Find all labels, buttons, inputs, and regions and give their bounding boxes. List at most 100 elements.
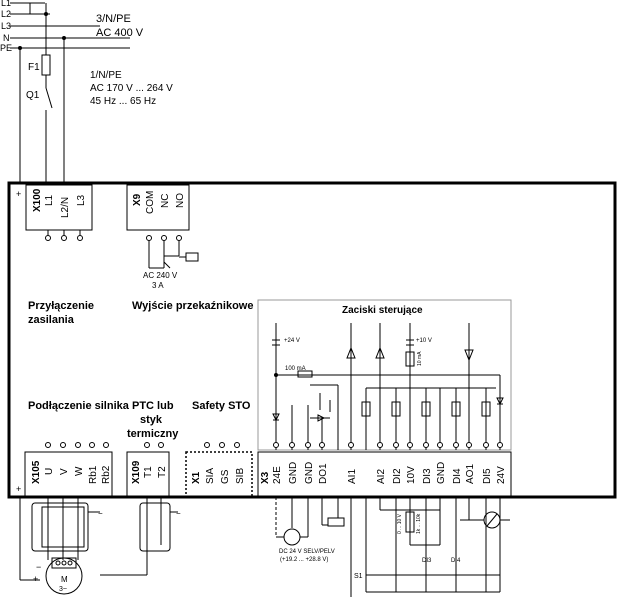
switch-label: Q1 — [26, 90, 40, 101]
x3-terminal-10 — [453, 442, 459, 448]
x3-block: X3 — [257, 451, 512, 498]
x100-title: X100 — [32, 188, 43, 212]
x105-pin-v: V — [59, 468, 70, 475]
ptc-section-title: PTC lub styk termiczny — [127, 400, 179, 440]
motor-minus: − — [36, 562, 41, 572]
switch-di3: DI3 — [422, 558, 432, 564]
switch-s1: S1 — [354, 573, 363, 580]
supply-lines — [10, 2, 130, 49]
x105-pin-rb1: Rb1 — [88, 465, 99, 484]
internal-24v: +24 V — [284, 338, 300, 344]
x100-block: X100 L1 L2/N L3 — [25, 184, 93, 241]
x1-block: X1 SIA GS SIB — [185, 442, 253, 498]
x3-terminal-11 — [466, 442, 472, 448]
motor-shield-mark: − — [98, 509, 103, 518]
x3-pin-label-13: 24V — [496, 466, 507, 484]
x3-terminal-1 — [289, 442, 295, 448]
x3-terminal-5 — [377, 442, 383, 448]
fuse-label: F1 — [28, 62, 40, 73]
x100-pin-l3: L3 — [76, 194, 87, 206]
x3-terminal-3 — [319, 442, 325, 448]
x100-pin-l1: L1 — [44, 194, 55, 206]
x3-pin-label-3: DO1 — [318, 463, 329, 484]
x3-pin-label-10: DI4 — [452, 468, 463, 484]
x3-pin-label-11: AO1 — [465, 464, 476, 484]
x3-pin-label-8: DI3 — [422, 468, 433, 484]
x9-pin-nc: NC — [160, 194, 171, 208]
x1-pin-gs: GS — [220, 469, 231, 484]
motor-plus: + — [33, 574, 38, 584]
x1-title: X1 — [191, 471, 202, 484]
single-phase-label: 1/N/PE — [90, 70, 122, 81]
x105-pin-rb2: Rb2 — [101, 465, 112, 484]
sto-section-title: Safety STO — [192, 400, 251, 412]
fuse-f1 — [41, 54, 51, 76]
x9-title: X9 — [132, 193, 143, 206]
x3-pin-label-4: AI1 — [347, 469, 358, 484]
line-label-l3: L3 — [1, 21, 11, 31]
switch-di4: DI4 — [451, 558, 461, 564]
relay-section-title: Wyjście przekaźnikowe — [132, 300, 253, 312]
line-label-l2: L2 — [1, 9, 11, 19]
motor-label: M — [61, 575, 68, 584]
x105-title: X105 — [31, 460, 42, 484]
x3-terminal-7 — [407, 442, 413, 448]
internal-10v: +10 V — [416, 338, 432, 344]
motor-section-title: Podłączenie silnika — [28, 400, 130, 412]
x3-pin-label-9: GND — [436, 462, 447, 484]
x3-pin-label-0: 24E — [272, 466, 283, 484]
motor-symbol — [45, 557, 83, 595]
power-section-title: Przyłączenie zasilania — [28, 300, 97, 326]
internal-100ma: 100 mA — [285, 366, 306, 372]
pot-resistance: 1k ... 10k — [416, 513, 422, 534]
x3-terminal-4 — [348, 442, 354, 448]
feed-wires — [18, 3, 66, 183]
internal-10ma: 10 mA — [417, 351, 423, 366]
x3-terminal-12 — [483, 442, 489, 448]
three-phase-voltage: AC 400 V — [96, 27, 144, 39]
x1-pin-sia: SIA — [205, 468, 216, 484]
x3-pin-label-2: GND — [304, 462, 315, 484]
x3-pin-label-5: AI2 — [376, 469, 387, 484]
control-internal-circuit — [272, 323, 504, 450]
x3-terminal-9 — [437, 442, 443, 448]
x100-pin-l2n: L2/N — [60, 197, 71, 218]
x109-block: X109 T1 T2 — [126, 442, 170, 498]
single-phase-freq: 45 Hz ... 65 Hz — [90, 96, 156, 107]
line-label-l1: L1 — [1, 0, 11, 8]
x3-terminal-13 — [497, 442, 503, 448]
relay-current: 3 A — [152, 281, 164, 290]
line-label-n: N — [3, 33, 10, 43]
x3-terminal-2 — [305, 442, 311, 448]
x3-terminal-0 — [273, 442, 279, 448]
x3-title: X3 — [260, 471, 271, 484]
x9-pin-com: COM — [145, 191, 156, 214]
pot-voltage: 0 ... 10 V — [397, 513, 403, 534]
x9-block: X9 COM NC NO — [126, 184, 199, 269]
x1-pin-sib: SIB — [235, 468, 246, 484]
relay-voltage: AC 240 V — [143, 271, 178, 280]
x109-pin-t1: T1 — [143, 466, 154, 478]
x105-block: X105 U V W Rb1 Rb2 — [24, 442, 113, 498]
x9-pin-no: NO — [175, 193, 186, 208]
motor-phase: 3~ — [59, 586, 67, 593]
three-phase-label: 3/N/PE — [96, 13, 131, 25]
x3-pin-label-12: DI5 — [482, 468, 493, 484]
x105-pin-u: U — [44, 468, 55, 475]
x3-pin-label-1: GND — [288, 462, 299, 484]
x3-terminal-6 — [393, 442, 399, 448]
pe-symbol: + — [16, 189, 21, 199]
x3-pin-label-6: DI2 — [392, 468, 403, 484]
dc-supply-range: (+19.2 ... +28.8 V) — [280, 557, 328, 563]
single-phase-voltage: AC 170 V ... 264 V — [90, 83, 173, 94]
x109-pin-t2: T2 — [157, 466, 168, 478]
external-dc-supply — [275, 497, 345, 546]
external-control-wiring — [350, 497, 510, 597]
line-label-pe: PE — [0, 43, 12, 53]
ptc-shield-mark: − — [176, 509, 181, 518]
dc-supply-label: DC 24 V SELV/PELV — [279, 549, 335, 555]
x3-terminal-8 — [423, 442, 429, 448]
control-terminals-area — [257, 299, 512, 451]
